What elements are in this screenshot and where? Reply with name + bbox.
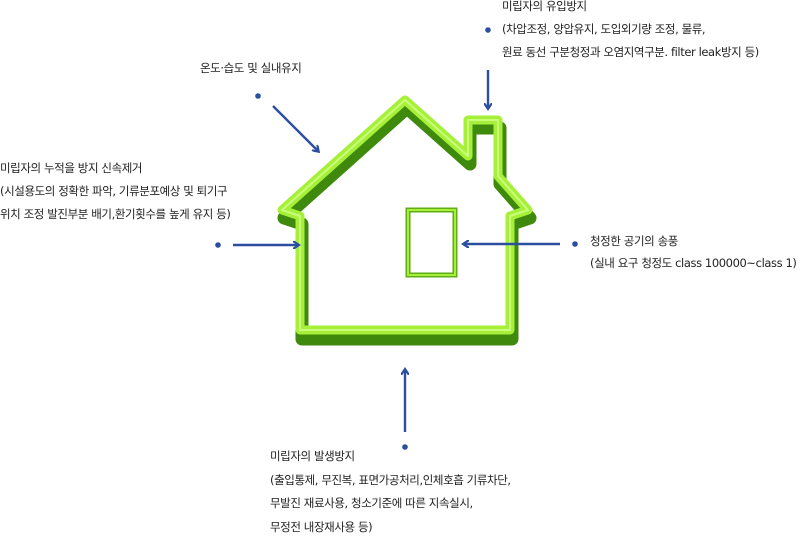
climate-label: 온도·습도 및 실내유지 [200, 61, 302, 75]
generation-line: 무정전 내장재사용 등) [270, 519, 373, 534]
generation-label: 미립자의 발생방지 (출입통제, 무진복, 표면가공처리,인체호흡 기류차단, … [270, 445, 511, 536]
bullet-dot [255, 93, 261, 99]
bullet-dot [215, 242, 221, 248]
accumulation-line: (시설용도의 정확한 파악, 기류분포예상 및 퇴기구 [0, 184, 228, 198]
arrow-climate [272, 105, 318, 151]
inflow-line: 원료 동선 구분청정과 오염지역구분. filter leak방지 등) [502, 45, 759, 59]
bullet-dot [485, 27, 491, 33]
bullet-dot [572, 241, 578, 247]
inflow-title: 미립자의 유입방지 [502, 0, 587, 13]
bullet-dot [402, 444, 408, 450]
clean-air-title: 청정한 공기의 송풍 [590, 234, 678, 248]
accumulation-line: 위치 조정 발진부분 배기,환기횟수를 높게 유지 등) [0, 207, 231, 221]
generation-line: 무발진 재료사용, 청소기준에 따른 지속실시, [270, 496, 473, 510]
clean-air-line: (실내 요구 청정도 class 100000~class 1) [590, 256, 797, 270]
generation-line: (출입통제, 무진복, 표면가공처리,인체호흡 기류차단, [270, 472, 511, 487]
house-icon [277, 95, 537, 346]
clean-air-label: 청정한 공기의 송풍 (실내 요구 청정도 class 100000~class… [590, 230, 797, 274]
accumulation-title: 미립자의 누적을 방지 신속제거 [0, 161, 143, 175]
accumulation-label: 미립자의 누적을 방지 신속제거 (시설용도의 정확한 파악, 기류분포예상 및… [0, 157, 231, 226]
inflow-line: (차압조정, 양압유지, 도입외기량 조정, 물류, [502, 22, 706, 36]
inflow-label: 미립자의 유입방지 (차압조정, 양압유지, 도입외기량 조정, 물류, 원료 … [502, 0, 759, 64]
window [405, 207, 458, 278]
generation-title: 미립자의 발생방지 [270, 449, 355, 463]
